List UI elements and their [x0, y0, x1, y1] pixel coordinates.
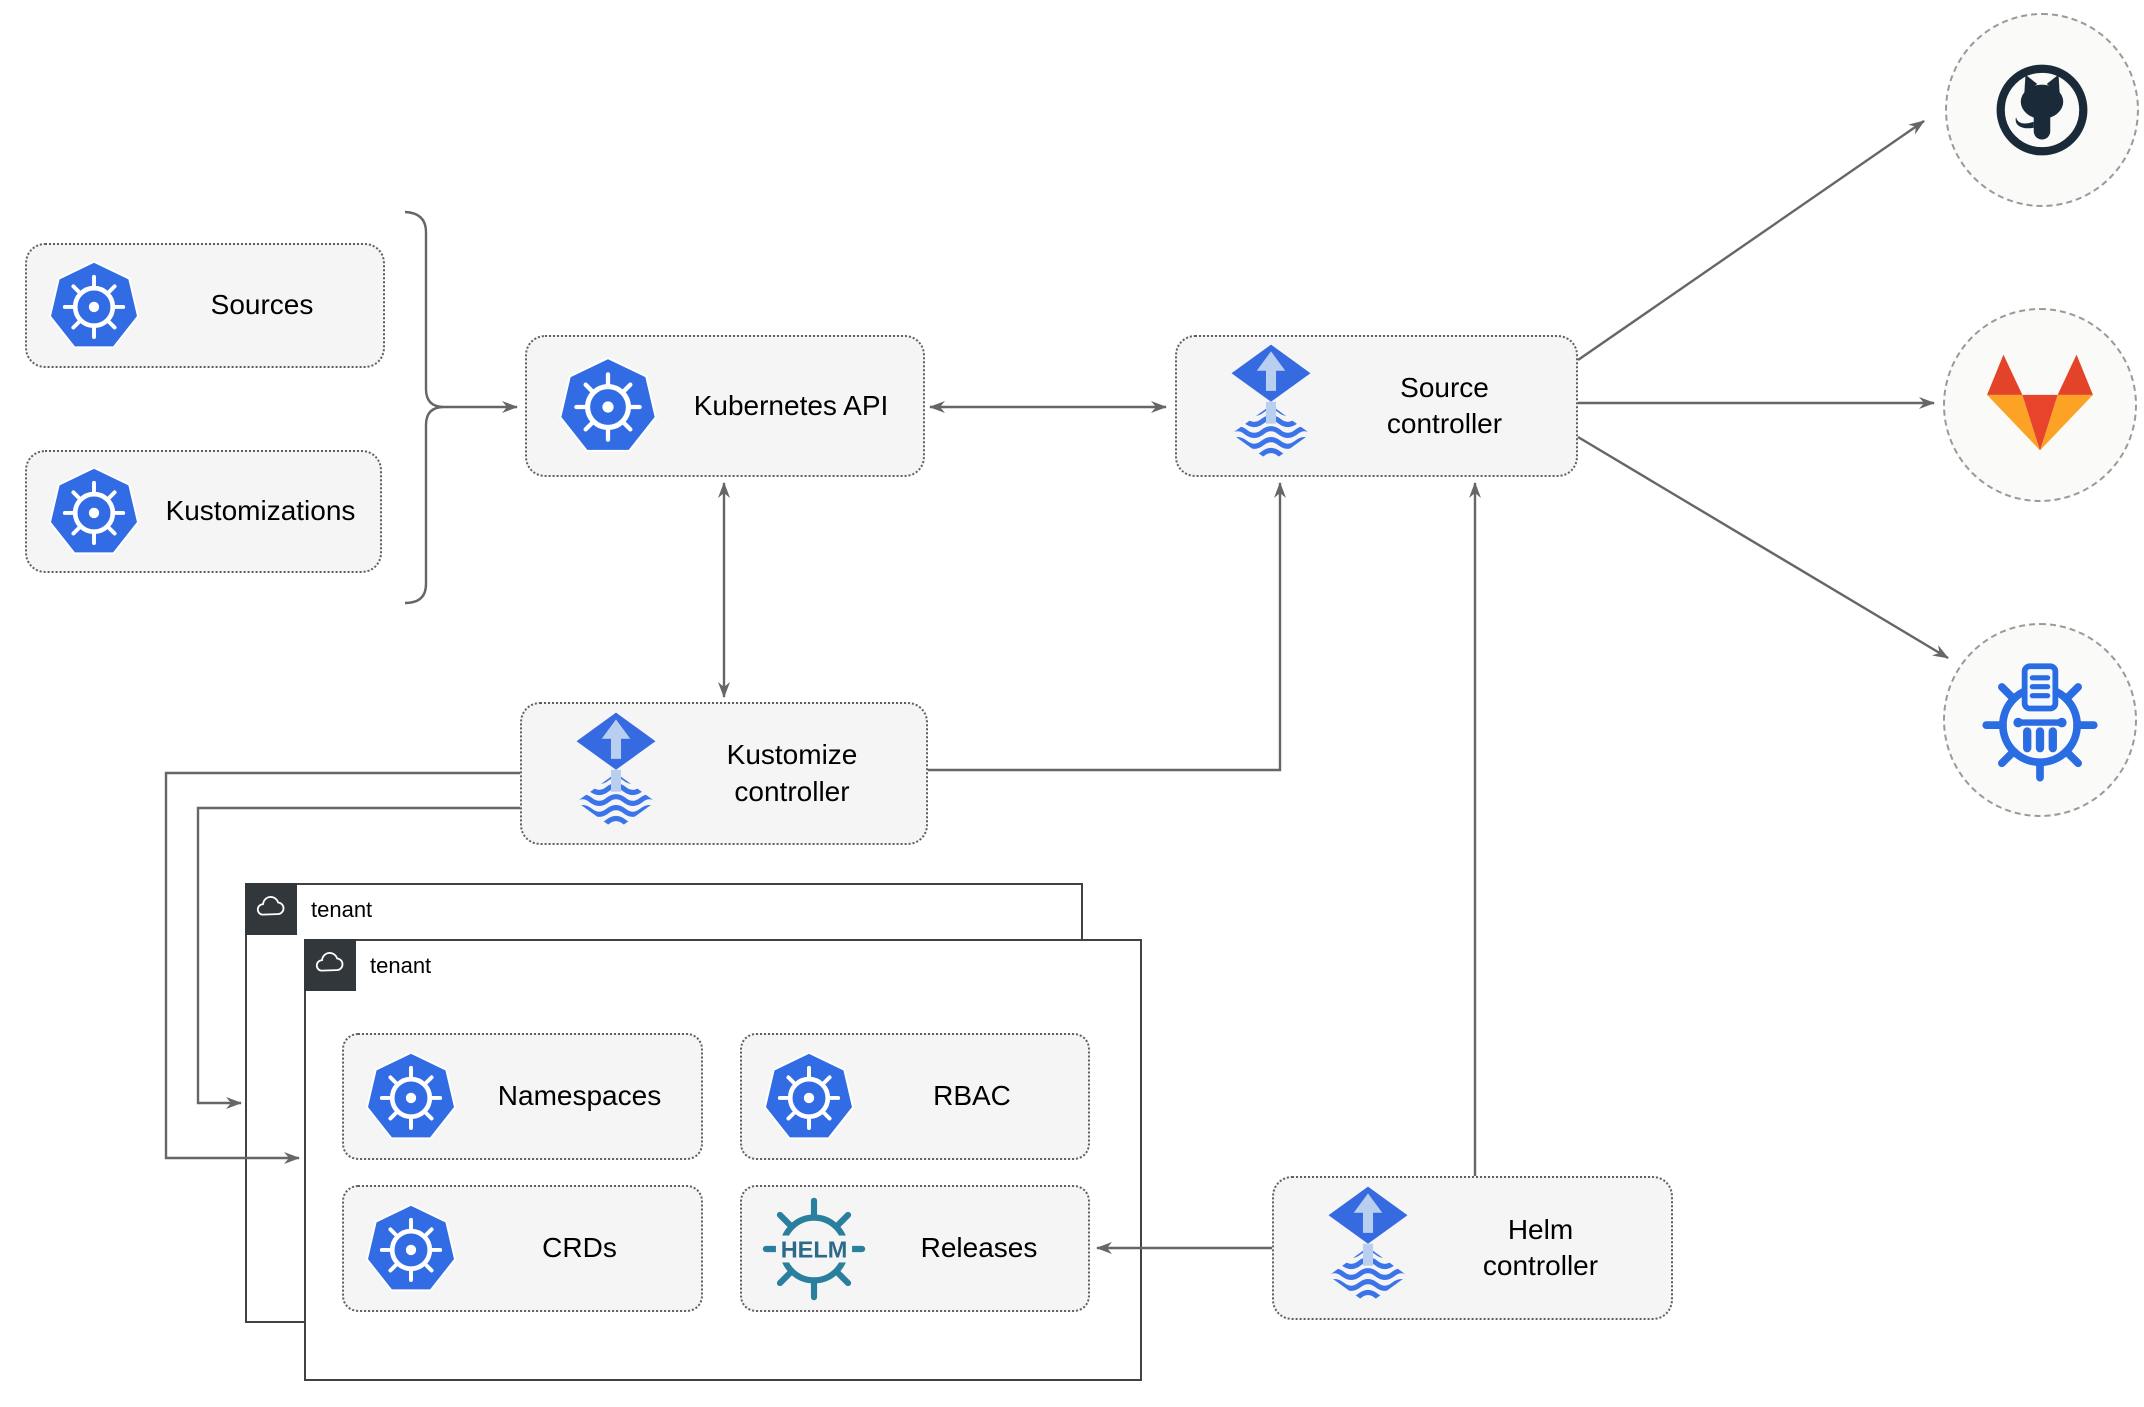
kubernetes-icon — [47, 259, 141, 353]
cloud-icon — [309, 944, 351, 986]
flux-icon — [574, 711, 658, 837]
kubernetes-icon — [762, 1050, 856, 1144]
node-helm-controller: Helm controller — [1272, 1176, 1673, 1320]
node-namespaces: Namespaces — [342, 1033, 703, 1160]
node-label: Source controller — [1386, 371, 1503, 439]
kubernetes-icon — [47, 465, 141, 559]
edge-brace — [404, 210, 445, 605]
node-label: Helm controller — [1482, 1213, 1599, 1281]
edge-source-github — [1577, 120, 1925, 361]
edge-kustomize-source — [928, 482, 1286, 772]
node-releases: Releases — [740, 1185, 1090, 1312]
node-rbac: RBAC — [740, 1033, 1090, 1160]
external-gitlab — [1943, 308, 2137, 502]
chartmuseum-icon — [1976, 656, 2104, 784]
node-label: Kustomize controller — [726, 739, 858, 807]
node-kustomizations: Kustomizations — [25, 450, 382, 573]
gitlab-icon — [1977, 342, 2103, 468]
github-icon — [1983, 51, 2101, 169]
node-label: Kustomizations — [165, 495, 356, 527]
helm-icon — [758, 1193, 870, 1305]
kubernetes-icon — [364, 1050, 458, 1144]
tenant-container-front: tenant — [303, 938, 1142, 1381]
edge-source-helmrepo — [1577, 435, 1949, 660]
tenant-badge — [303, 938, 356, 991]
node-source-controller: Source controller — [1175, 335, 1578, 477]
cloud-icon — [250, 888, 292, 930]
node-kubernetes-api: Kubernetes API — [525, 335, 925, 477]
node-label: Kubernetes API — [693, 389, 889, 421]
node-label: RBAC — [933, 1080, 1011, 1112]
tenant-label: tenant — [311, 897, 373, 922]
external-github — [1945, 13, 2139, 207]
node-sources: Sources — [25, 243, 385, 368]
tenant-label: tenant — [370, 953, 432, 978]
node-label: Sources — [210, 289, 314, 321]
kubernetes-icon — [557, 355, 659, 457]
tenant-badge — [244, 882, 297, 935]
node-kustomize-controller: Kustomize controller — [520, 702, 928, 845]
kubernetes-icon — [364, 1202, 458, 1296]
node-label: Namespaces — [497, 1080, 662, 1112]
node-crds: CRDs — [342, 1185, 703, 1312]
flux-icon — [1229, 343, 1313, 469]
external-helm-repository — [1943, 623, 2137, 817]
flux-icon — [1326, 1185, 1410, 1311]
node-label: CRDs — [542, 1232, 617, 1264]
node-label: Releases — [920, 1232, 1038, 1264]
